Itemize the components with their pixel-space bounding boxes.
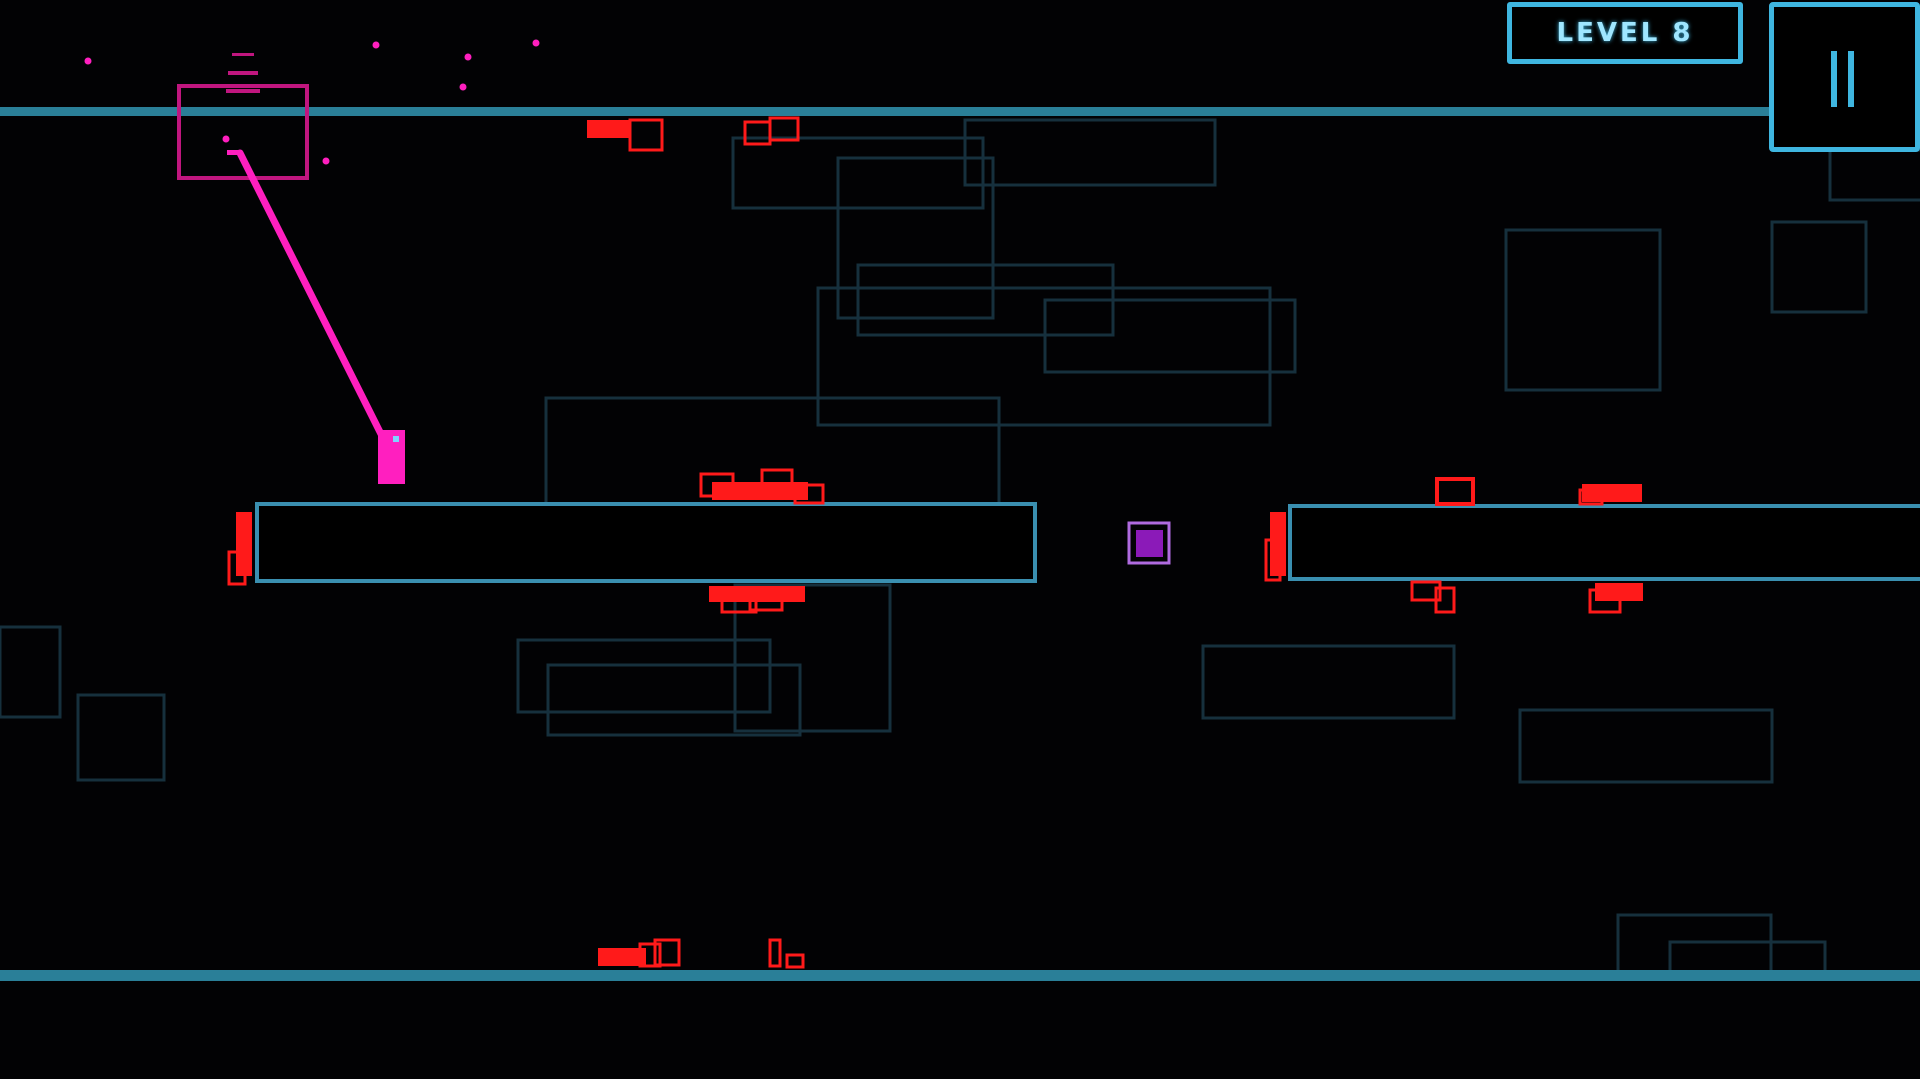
bg-block — [816, 286, 1272, 427]
platform-left — [255, 502, 1037, 583]
bg-block — [1043, 298, 1297, 374]
hazard-block — [743, 120, 772, 146]
spark — [222, 135, 230, 143]
hazard-block — [748, 594, 784, 612]
hazard-block — [1434, 586, 1456, 614]
bg-block — [516, 638, 772, 714]
player-block — [378, 430, 405, 484]
hazard-block — [712, 482, 808, 500]
bg-block — [0, 625, 62, 719]
anchor-tick — [232, 53, 254, 56]
ceiling-rail — [0, 107, 1770, 116]
bg-block — [733, 583, 892, 733]
hazard-block — [785, 953, 805, 969]
level-badge: LEVEL 8 — [1507, 2, 1743, 64]
hazard-block — [236, 512, 252, 576]
hazard-block — [227, 550, 247, 586]
platform-right — [1288, 504, 1920, 581]
pause-button[interactable] — [1769, 2, 1920, 152]
anchor-frame — [177, 84, 309, 180]
hazard-block — [628, 118, 664, 152]
bg-block — [1668, 940, 1827, 974]
exit-cube — [1127, 521, 1171, 565]
hazard-block — [768, 938, 782, 968]
bg-block — [76, 693, 166, 782]
hazard-block — [587, 120, 631, 138]
hazard-block — [760, 468, 794, 494]
bg-block — [963, 118, 1217, 187]
spark — [532, 39, 540, 47]
hazard-block — [793, 483, 825, 505]
floor-rail — [0, 970, 1920, 981]
hazard-block — [1588, 588, 1622, 614]
bg-block — [1616, 913, 1773, 977]
bg-block — [1201, 644, 1456, 720]
spark — [227, 150, 239, 155]
bg-block — [546, 663, 802, 737]
pause-bar-left — [1831, 51, 1837, 107]
bg-block — [1504, 228, 1662, 392]
hazards — [227, 116, 1643, 969]
hazard-block — [653, 938, 681, 967]
spark — [84, 57, 92, 65]
hazard-block — [1270, 512, 1286, 576]
anchor-tick — [228, 71, 258, 75]
hazard-block — [720, 594, 758, 614]
spark — [322, 157, 330, 165]
grapple-anchor — [84, 39, 540, 180]
pause-bar-right — [1848, 51, 1854, 107]
bg-block — [1828, 148, 1920, 202]
hazard-block — [598, 948, 646, 966]
hazard-block — [768, 116, 800, 142]
bg-block — [1770, 220, 1868, 314]
hazard-block — [1435, 477, 1475, 506]
hazard-block — [1582, 484, 1642, 502]
hazard-block — [1410, 580, 1442, 602]
level-label: LEVEL 8 — [1556, 18, 1694, 48]
bg-block — [731, 136, 985, 210]
bg-block — [836, 156, 995, 320]
hazard-block — [1264, 538, 1282, 582]
spark — [464, 53, 472, 61]
bg-block — [1518, 708, 1774, 784]
anchor-tick — [226, 89, 260, 93]
hazard-block — [1578, 488, 1604, 506]
spark — [372, 41, 380, 49]
hazard-block — [638, 942, 662, 968]
grapple-rope — [236, 149, 388, 444]
spark — [459, 83, 467, 91]
